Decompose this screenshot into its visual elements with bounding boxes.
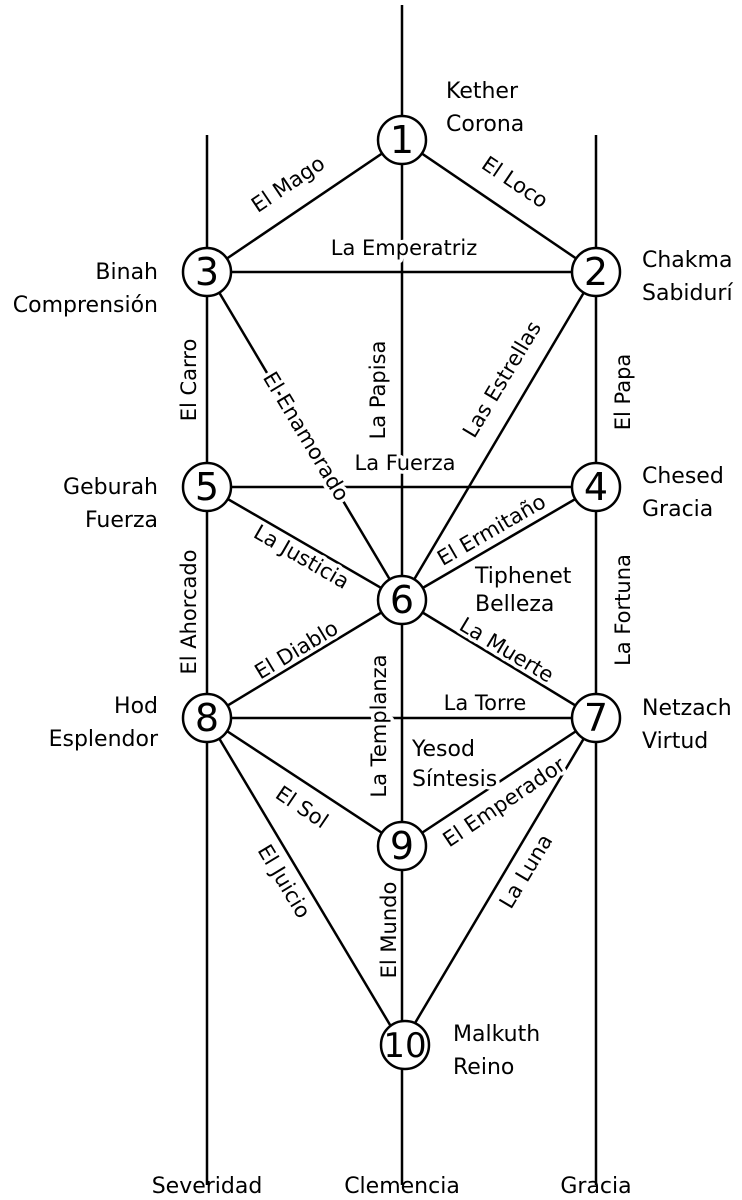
path-label-el-sol: El Sol [271, 781, 332, 833]
sephirah-name-tiphenet: Tiphenet [474, 564, 572, 589]
sephirah-name-kether: Kether [446, 79, 519, 104]
path-label-el-carro: El Carro [177, 339, 201, 422]
sephirah-meaning-sintesis: Síntesis [412, 767, 497, 792]
path-line-4-6 [401, 485, 597, 602]
sephirah-number: 3 [195, 250, 219, 294]
path-label-el-papa: El Papa [611, 354, 635, 431]
path-label-la-torre: La Torre [444, 691, 527, 715]
sephirah-meaning-esplendor: Esplendor [49, 727, 159, 752]
sephirah-number: 8 [195, 696, 219, 740]
sephirah-node-7: 7 [570, 692, 622, 744]
path-label-la-fuerza: La Fuerza [355, 451, 456, 475]
sephirah-meaning-gracia: Gracia [642, 497, 713, 522]
path-line-2-6 [400, 271, 598, 601]
path-line-7-10 [400, 717, 598, 1046]
sephirah-number: 10 [383, 1026, 426, 1066]
pillar-label-severidad: Severidad [152, 1174, 263, 1199]
sephirah-node-5: 5 [181, 461, 233, 513]
path-line-6-8 [206, 598, 403, 720]
path-line-6-7 [401, 598, 597, 720]
sephirah-number: 6 [390, 578, 414, 622]
path-label-la-emperatriz: La Emperatriz [331, 236, 477, 260]
path-label-el-enamorado: El Enamorado [258, 368, 354, 506]
sephirah-number: 7 [584, 696, 608, 740]
sephirah-node-9: 9 [376, 820, 428, 872]
path-label-el-diablo: El Diablo [250, 616, 342, 684]
path-label-la-templanza: La Templanza [367, 654, 391, 797]
sephirah-meaning-fuerza: Fuerza [85, 508, 158, 533]
sephirah-number: 5 [195, 465, 219, 509]
sephirah-number: 2 [584, 250, 608, 294]
sephirah-name-geburah: Geburah [63, 475, 158, 500]
sephirah-node-1: 1 [376, 114, 428, 166]
path-label-la-fortuna: La Fortuna [611, 554, 635, 666]
sephirah-number: 1 [390, 118, 414, 162]
sephirah-name-yesod: Yesod [411, 737, 475, 762]
sephirah-node-10: 10 [379, 1019, 431, 1071]
sephirah-meaning-belleza: Belleza [475, 592, 554, 617]
path-line-1-3 [206, 138, 403, 274]
path-label-la-justicia: La Justicia [250, 520, 354, 594]
sephirah-node-2: 2 [570, 246, 622, 298]
path-line-1-2 [401, 138, 597, 274]
path-label-el-ermitano: El Ermitaño [433, 489, 550, 570]
path-label-el-mago: El Mago [247, 151, 329, 217]
sephirah-name-malkuth: Malkuth [453, 1022, 540, 1047]
sephirah-node-4: 4 [570, 461, 622, 513]
sephirah-name-hod: Hod [114, 694, 158, 719]
sephirah-name-chakma: Chakma [642, 248, 732, 273]
path-label-la-papisa: La Papisa [366, 341, 390, 440]
sephirah-name-chesed: Chesed [642, 464, 724, 489]
path-label-la-muerte: La Muerte [455, 613, 558, 688]
path-line-8-9 [206, 716, 403, 848]
pillar-label-clemencia: Clemencia [344, 1174, 460, 1199]
sephirah-node-6: 6 [376, 574, 428, 626]
sephirah-meaning-reino: Reino [453, 1055, 514, 1080]
sephirah-number: 4 [584, 465, 608, 509]
sephirah-node-8: 8 [181, 692, 233, 744]
path-label-el-ahorcado: El Ahorcado [177, 549, 201, 674]
sephirah-meaning-virtud: Virtud [642, 729, 708, 754]
sephirah-meaning-corona: Corona [446, 112, 524, 137]
path-label-el-loco: El Loco [477, 151, 552, 212]
pillar-label-gracia: Gracia [560, 1174, 631, 1199]
sephirah-node-3: 3 [181, 246, 233, 298]
path-line-3-6 [205, 271, 404, 601]
sephirah-number: 9 [390, 824, 414, 868]
path-line-5-6 [206, 485, 403, 602]
sephirah-meaning-sabiduria: Sabidurí [642, 281, 733, 306]
sephirah-meaning-comprension: Comprensión [13, 293, 158, 318]
sephirah-name-binah: Binah [95, 260, 158, 285]
path-line-7-9 [401, 716, 597, 848]
sephirah-name-netzach: Netzach [642, 696, 732, 721]
path-line-8-10 [205, 717, 404, 1046]
path-label-el-mundo: El Mundo [377, 882, 401, 979]
